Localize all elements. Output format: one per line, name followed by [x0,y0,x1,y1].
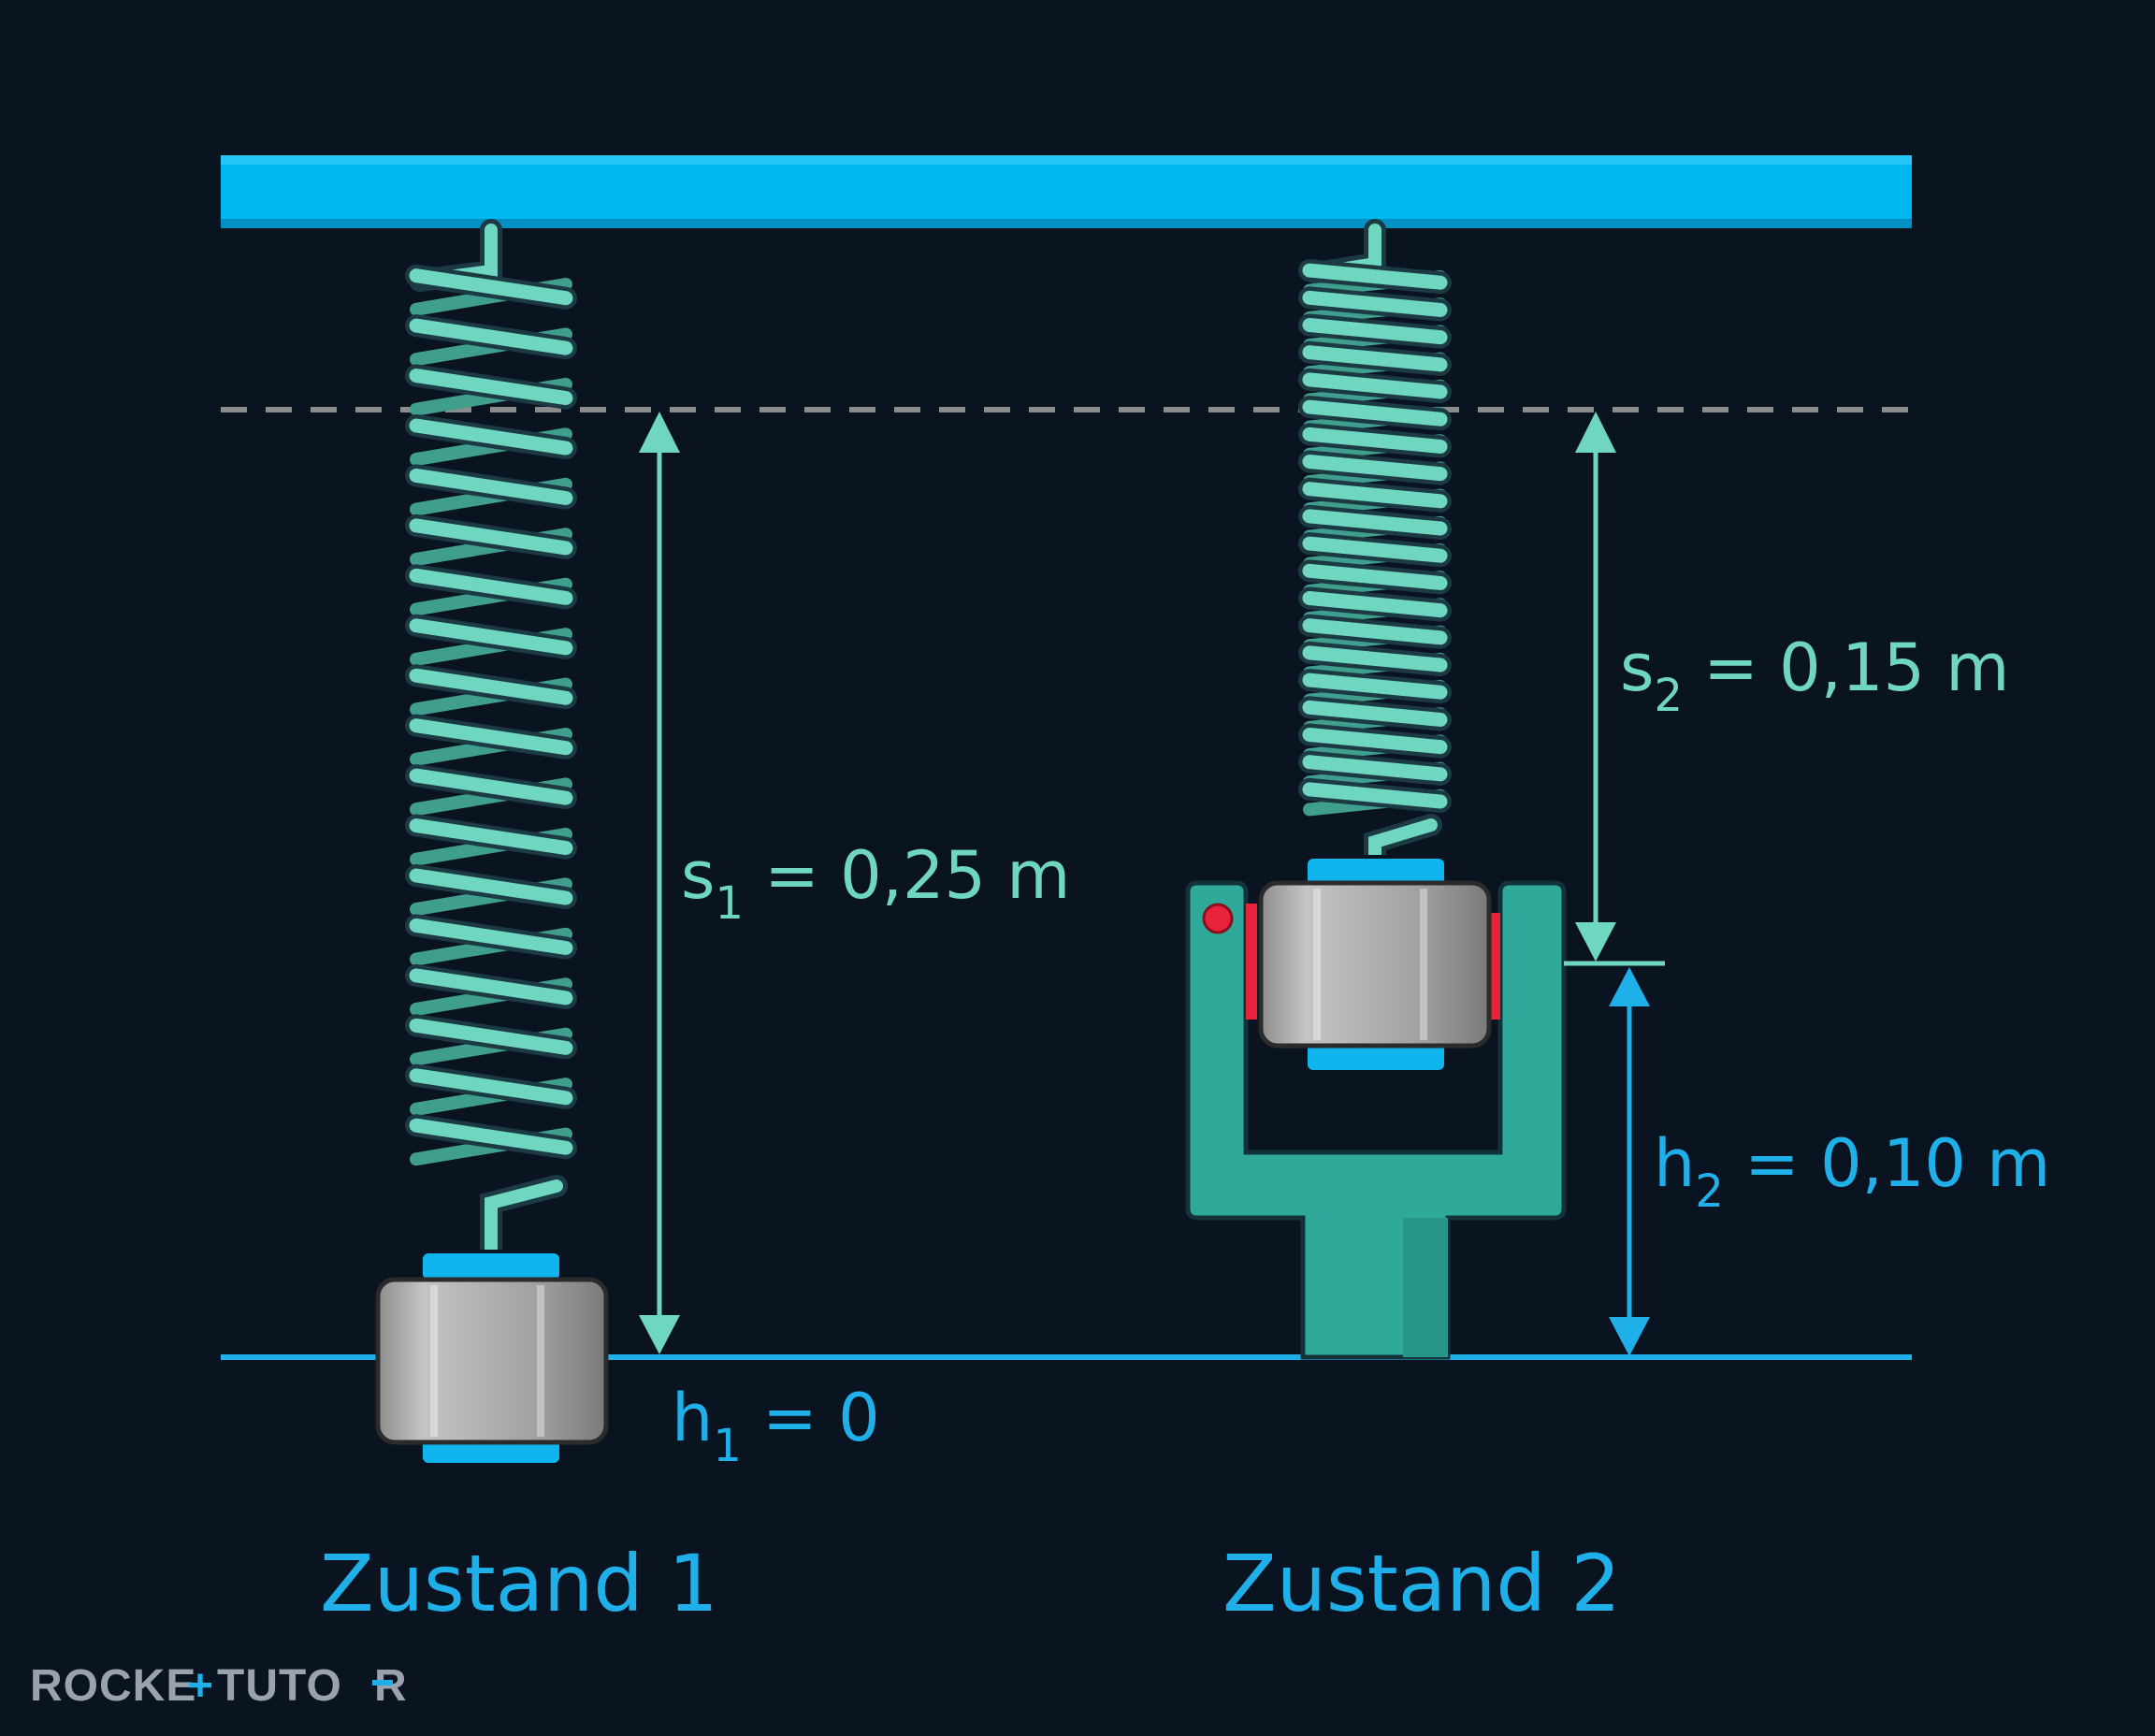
cylinder-mass-icon [375,1250,609,1467]
coil-spring-icon [1298,219,1452,866]
coil-spring-icon [405,219,577,1259]
spring-1 [405,219,577,1259]
marker-dot [1202,903,1234,934]
s2-subscript: 2 [1654,670,1683,722]
s1-label: s1 = 0,25 m [681,837,1070,930]
cylinder-mass-icon [1258,855,1492,1074]
h1-label: h1 = 0 [672,1380,880,1472]
h1-symbol: h [672,1380,713,1456]
h2-value: = 0,10 m [1724,1125,2050,1202]
h2-arrowhead-bottom [1609,1317,1650,1356]
s1-symbol: s [681,837,715,914]
svg-text:TUTO: TUTO [217,1661,342,1711]
h2-symbol: h [1654,1125,1695,1202]
s2-label: s2 = 0,15 m [1620,629,2009,722]
s2-arrowhead-bottom [1575,922,1616,962]
s2-symbol: s [1620,629,1654,706]
spring-2 [1298,219,1452,866]
h2-subscript: 2 [1695,1165,1724,1218]
svg-text:+: + [187,1661,213,1711]
s1-arrowhead-bottom [639,1315,680,1354]
s1-subscript: 1 [715,877,744,930]
svg-text:ROCKE: ROCKE [30,1661,196,1711]
h2-label: h2 = 0,10 m [1654,1125,2050,1218]
fork-stand-icon [1185,880,1567,1360]
state-1-caption: Zustand 1 [320,1538,718,1629]
h1-subscript: 1 [713,1420,742,1472]
s2-arrowhead-top [1575,412,1616,453]
s1-arrowhead-top [639,412,680,453]
rocket-tutor-logo: ROCKE + TUTO R [30,1661,407,1711]
s1-value: = 0,25 m [744,837,1070,914]
state-2-caption: Zustand 2 [1222,1538,1621,1629]
h1-value: = 0 [742,1380,880,1456]
ceiling-bar [221,155,1912,228]
svg-text:R: R [374,1661,407,1711]
h2-arrowhead-top [1609,967,1650,1006]
s2-value: = 0,15 m [1683,629,2009,706]
